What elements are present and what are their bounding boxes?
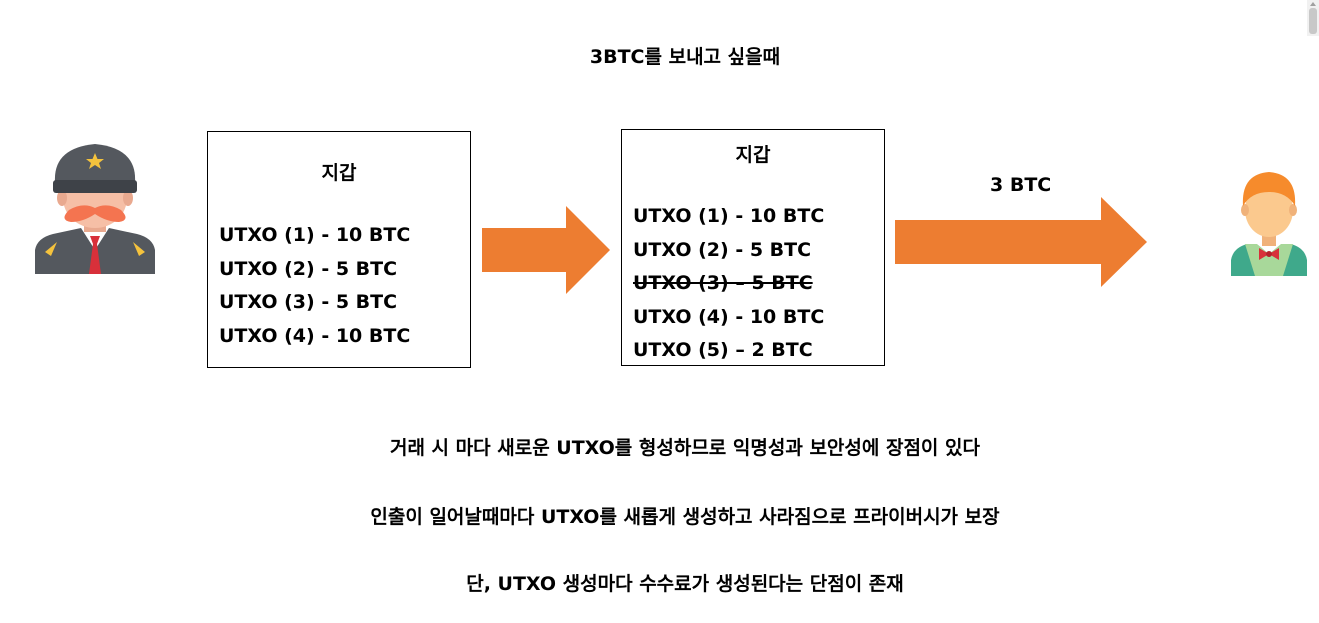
utxo-item-spent: UTXO (3) – 5 BTC [633,272,813,294]
utxo-item: UTXO (3) - 5 BTC [219,291,398,313]
send-amount-label: 3 BTC [990,174,1052,196]
wallet-title: 지갑 [321,162,357,184]
right-arrow-icon [482,206,610,294]
utxo-list: UTXO (1) - 10 BTC UTXO (2) - 5 BTC UTXO … [219,222,410,356]
boy-avatar-icon [1231,172,1307,276]
utxo-item: UTXO (4) - 10 BTC [219,324,411,347]
right-arrow-icon [895,197,1147,287]
utxo-item: UTXO (4) - 10 BTC [633,305,825,328]
utxo-item: UTXO (2) - 5 BTC [633,238,812,261]
wallet-title: 지갑 [735,144,771,166]
utxo-item-change: UTXO (5) – 2 BTC [633,339,813,361]
utxo-item: UTXO (1) - 10 BTC [219,224,411,246]
utxo-item: UTXO (1) - 10 BTC [633,205,825,227]
officer-avatar-icon [35,144,155,274]
wallet-after: 지갑 UTXO (1) - 10 BTC UTXO (2) - 5 BTC UT… [621,129,885,366]
wallet-before: 지갑 UTXO (1) - 10 BTC UTXO (2) - 5 BTC UT… [207,131,471,368]
scrollbar-thumb[interactable] [1307,0,1319,36]
note-anonymity: 거래 시 마다 새로운 UTXO를 형성하므로 익명성과 보안성에 장점이 있다 [389,437,980,459]
utxo-list: UTXO (1) - 10 BTC UTXO (2) - 5 BTC UTXO … [633,203,824,371]
page-title: 3BTC를 보내고 싶을때 [589,46,781,68]
note-fee-drawback: 단, UTXO 생성마다 수수료가 생성된다는 단점이 존재 [466,573,904,595]
utxo-item: UTXO (2) - 5 BTC [219,257,398,280]
note-privacy: 인출이 일어날때마다 UTXO를 새롭게 생성하고 사라짐으로 프라이버시가 보… [370,506,1000,528]
